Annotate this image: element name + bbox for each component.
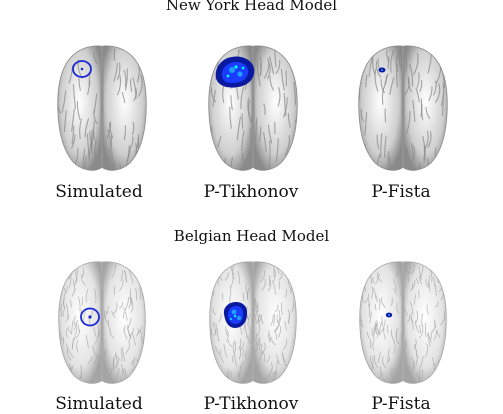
section-title-belgian: Belgian Head Model [173,227,330,245]
brain-ny-pfista [353,40,453,175]
brain-be-pfista [353,256,453,388]
caption-ptikhonov-be: P-Tikhonov [203,394,299,414]
activation-blob-ptikhonov-ny [215,56,255,88]
caption-pfista-ny: P-Fista [371,182,431,202]
source-marker-circle [80,307,100,327]
source-marker-circle [72,60,92,78]
activation-blob-ptikhonov-be [223,302,248,328]
section-title-ny: New York Head Model [165,0,338,14]
caption-pfista-be: P-Fista [371,394,431,414]
caption-ptikhonov-ny: P-Tikhonov [203,182,299,202]
activation-spot-pfista-ny [378,67,386,73]
brain-be-simulated [52,256,152,388]
caption-simulated-ny: Simulated [55,182,143,202]
brain-ny-simulated [52,40,152,175]
activation-spot-pfista-be [385,312,393,318]
caption-simulated-be: Simulated [55,394,143,414]
